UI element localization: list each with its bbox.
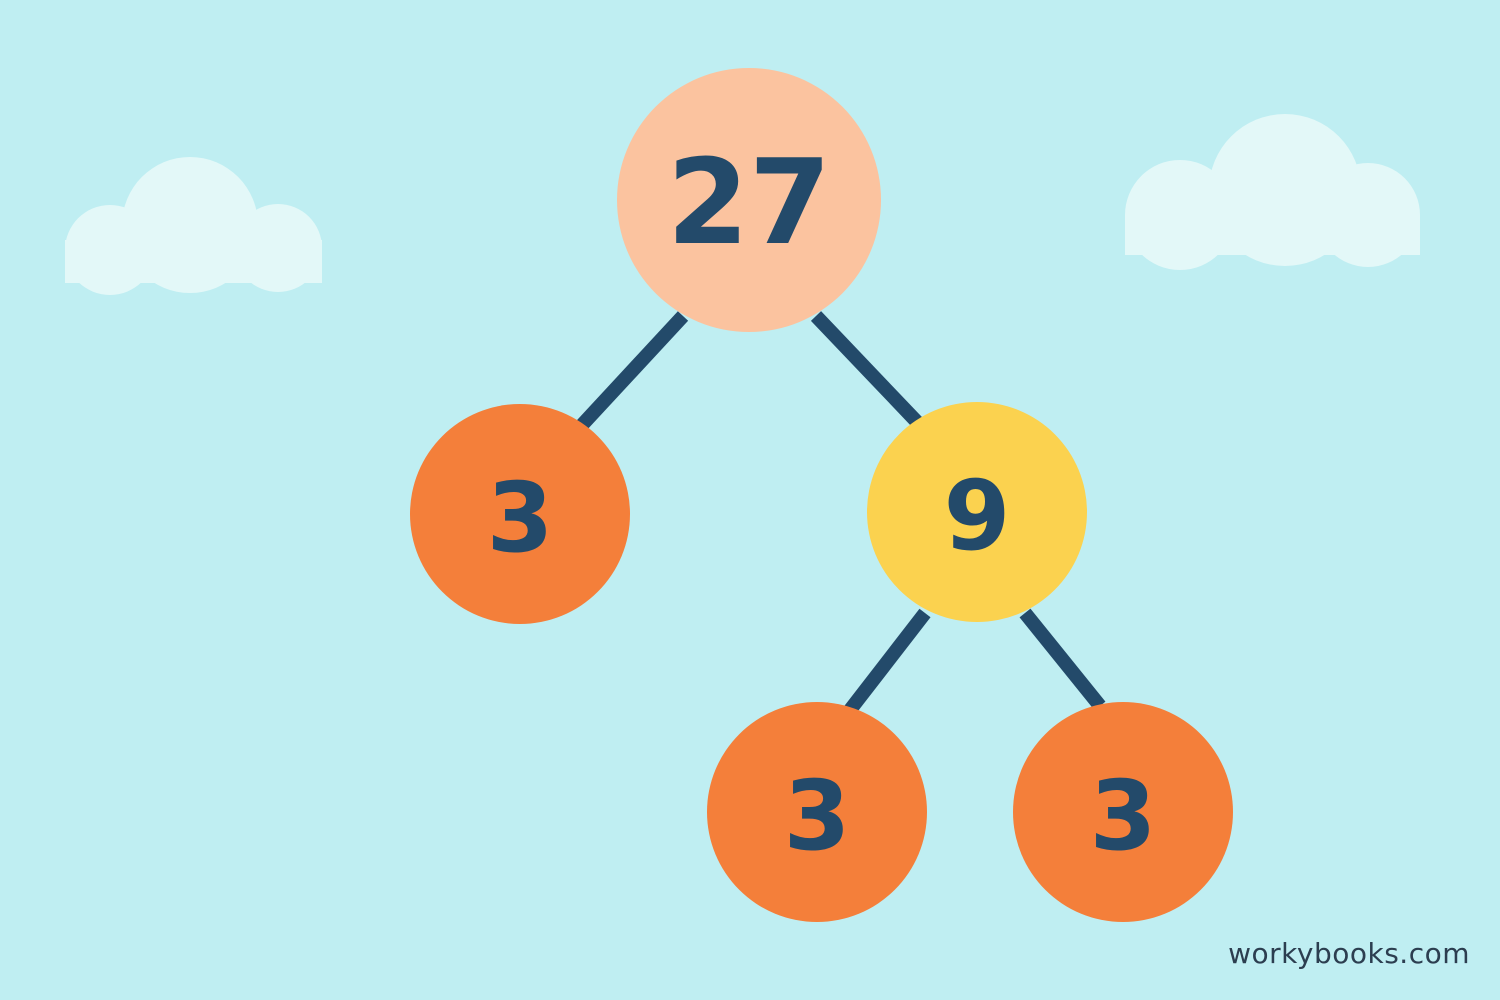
edges	[576, 311, 1106, 715]
cloud-left-icon	[65, 157, 322, 295]
node-root: 27	[617, 68, 881, 332]
edge-right-left	[844, 608, 931, 715]
node-root-label: 27	[667, 133, 831, 271]
node-right-right-label: 3	[1090, 760, 1157, 872]
node-right: 9	[867, 402, 1087, 622]
edge-root-right	[810, 311, 923, 427]
node-right-right: 3	[1013, 702, 1233, 922]
node-right-left: 3	[707, 702, 927, 922]
node-left: 3	[410, 404, 630, 624]
edge-right-right	[1019, 608, 1106, 711]
cloud-right-icon	[1125, 114, 1420, 270]
edge-root-left	[576, 311, 689, 430]
node-right-label: 9	[944, 460, 1011, 572]
watermark-text: workybooks.com	[1228, 937, 1470, 970]
node-right-left-label: 3	[784, 760, 851, 872]
node-left-label: 3	[487, 462, 554, 574]
